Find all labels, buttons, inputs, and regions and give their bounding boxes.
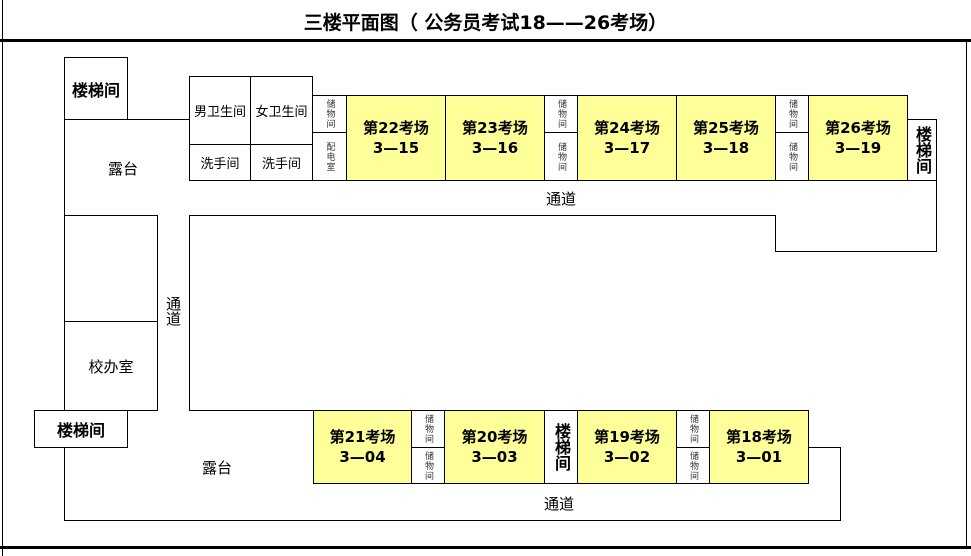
room-code: 3—18 (702, 139, 750, 157)
principal-office: 校办室 (64, 321, 158, 411)
exam-room-23: 第23考场 3—16 (445, 95, 545, 181)
storage-room: 储物间 (676, 410, 710, 448)
electrical-room: 配电室 (312, 132, 347, 181)
exam-room-18: 第18考场 3—01 (709, 410, 809, 484)
room-name: 第21考场 (329, 428, 396, 446)
room-name: 第25考场 (693, 119, 759, 137)
exam-room-24: 第24考场 3—17 (577, 95, 677, 181)
stairs-top-right: 楼梯间 (907, 119, 937, 181)
exam-room-21: 第21考场 3—04 (313, 410, 412, 484)
exam-room-22: 第22考场 3—15 (346, 95, 446, 181)
frame-right (966, 40, 967, 548)
corridor-bottom-label: 通道 (544, 495, 575, 513)
wall (775, 215, 776, 252)
page-title: 三楼平面图（ 公务员考试18——26考场） (303, 12, 668, 34)
wall (936, 119, 937, 252)
exam-room-19: 第19考场 3—02 (577, 410, 677, 484)
wall (808, 447, 841, 448)
stairs-bottom-center: 楼梯间 (544, 410, 578, 484)
wall (840, 447, 841, 521)
storage-room: 储物间 (544, 95, 578, 133)
room-name: 第20考场 (461, 428, 528, 446)
terrace-top-label: 露台 (108, 160, 139, 178)
corridor-left-label: 通道 (164, 296, 182, 326)
terrace-bottom-label: 露台 (202, 459, 233, 477)
frame-top (0, 39, 971, 42)
stairs-bottom-left: 楼梯间 (34, 410, 128, 448)
left-room (64, 215, 158, 322)
washroom: 洗手间 (189, 144, 251, 181)
room-code: 3—17 (603, 139, 651, 157)
wall (189, 215, 190, 411)
wall (64, 119, 190, 120)
wall (64, 447, 65, 521)
frame-left (2, 0, 3, 556)
room-code: 3—19 (834, 139, 882, 157)
storage-room: 储物间 (411, 447, 445, 484)
storage-room: 储物间 (544, 132, 578, 181)
washroom: 洗手间 (250, 144, 313, 181)
room-name: 第26考场 (825, 119, 891, 137)
wall (64, 520, 841, 521)
mens-restroom: 男卫生间 (189, 76, 251, 145)
wall (189, 410, 314, 411)
storage-room: 储物间 (411, 410, 445, 448)
room-code: 3—15 (372, 139, 420, 157)
exam-room-26: 第26考场 3—19 (808, 95, 908, 181)
wall (189, 215, 776, 216)
room-name: 第19考场 (594, 428, 660, 446)
wall (775, 251, 937, 252)
wall (64, 119, 65, 216)
storage-room: 储物间 (676, 447, 710, 484)
room-name: 第23考场 (462, 119, 528, 137)
room-code: 3—01 (735, 448, 783, 466)
stairs-top-left: 楼梯间 (64, 57, 128, 120)
room-name: 第18考场 (726, 428, 792, 446)
storage-room: 储物间 (775, 132, 809, 181)
storage-room: 储物间 (775, 95, 809, 133)
storage-room: 储物间 (312, 95, 347, 133)
room-code: 3—02 (603, 448, 651, 466)
exam-room-20: 第20考场 3—03 (444, 410, 545, 484)
womens-restroom: 女卫生间 (250, 76, 313, 145)
room-code: 3—16 (471, 139, 519, 157)
frame-bottom (0, 546, 971, 549)
exam-room-25: 第25考场 3—18 (676, 95, 776, 181)
room-name: 第22考场 (363, 119, 429, 137)
corridor-top-label: 通道 (546, 190, 577, 208)
room-code: 3—03 (471, 448, 518, 466)
room-code: 3—04 (339, 448, 386, 466)
room-name: 第24考场 (594, 119, 660, 137)
